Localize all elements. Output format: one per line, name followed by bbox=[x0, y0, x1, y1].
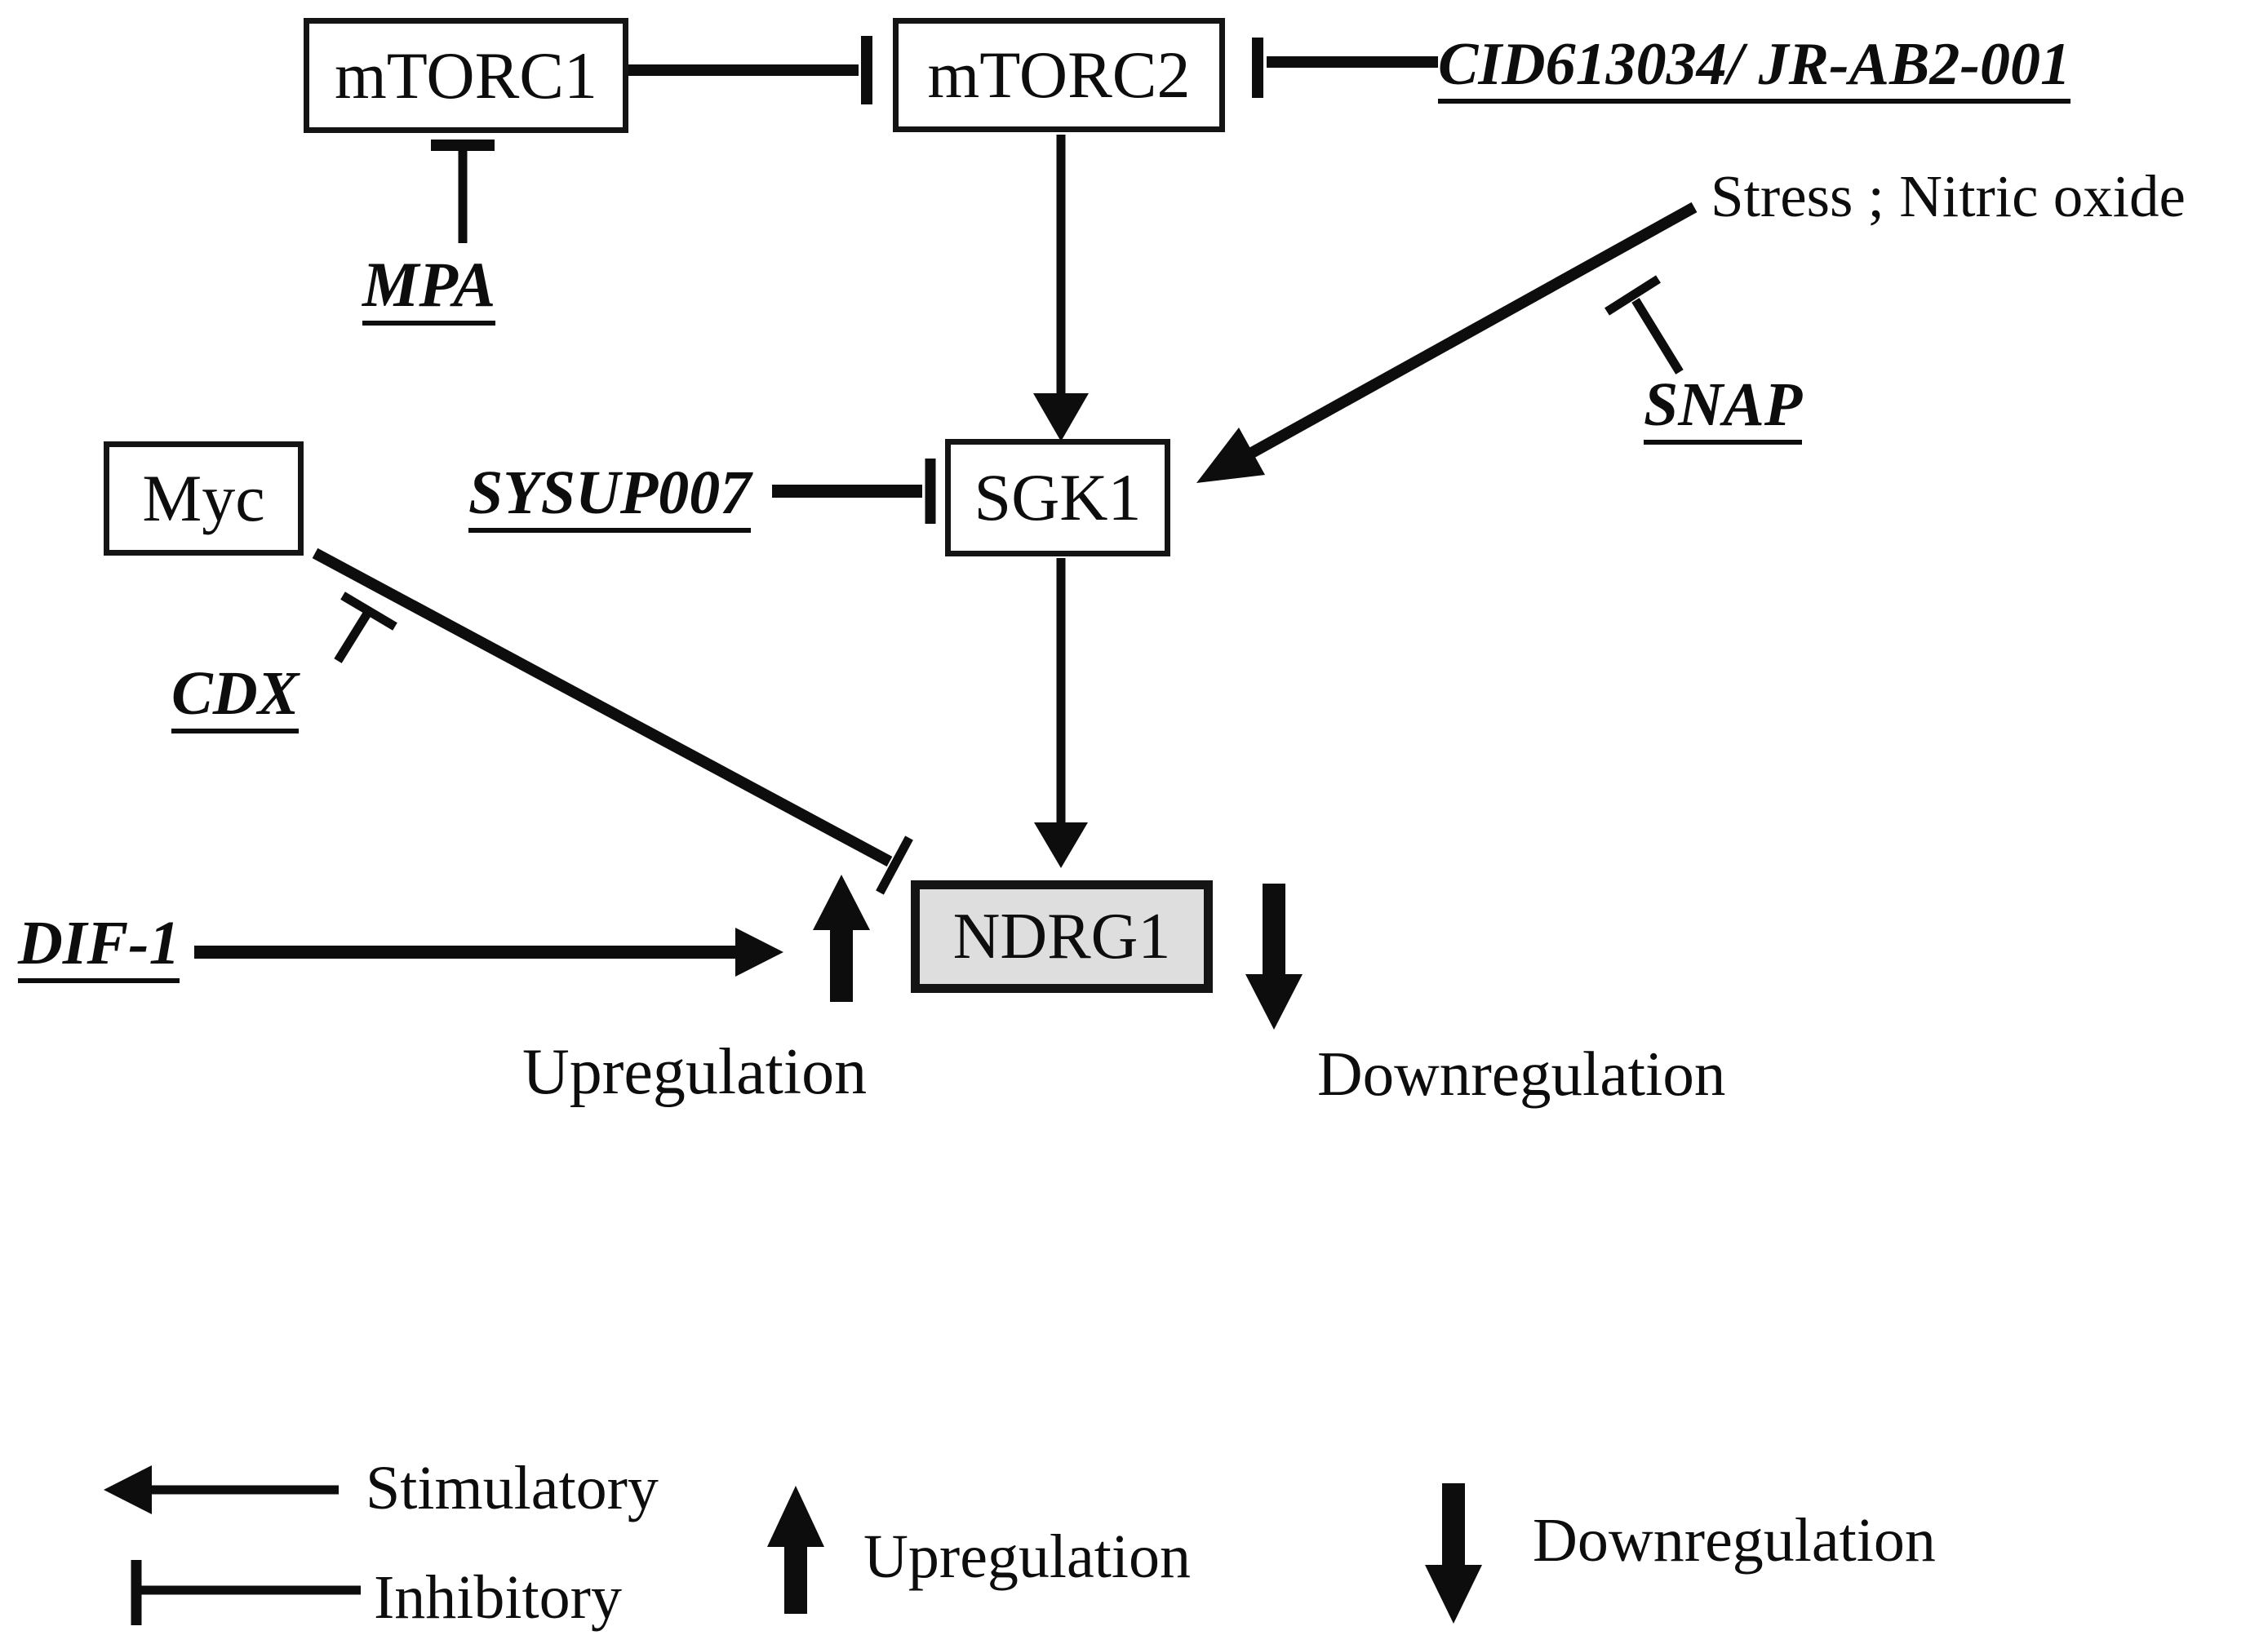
label-cid613034-jr-ab2-001: CID613034/ JR-AB2-001 bbox=[1438, 34, 2071, 104]
legend-stimulatory-arrow-icon bbox=[104, 1465, 339, 1514]
legend-inhibitory-label: Inhibitory bbox=[374, 1563, 622, 1632]
node-sgk1-label: SGK1 bbox=[974, 460, 1142, 534]
node-mtorc2: mTORC2 bbox=[893, 18, 1225, 132]
legend-downregulation-label: Downregulation bbox=[1533, 1506, 1936, 1575]
node-myc-label: Myc bbox=[142, 461, 265, 535]
edge-snap-inhibits-stress bbox=[1604, 275, 1684, 374]
edge-mtorc2-activates-sgk1 bbox=[1033, 135, 1089, 441]
edge-mtorc1-inhibits-mtorc2 bbox=[628, 36, 872, 104]
label-stress-nitric-oxide: Stress ; Nitric oxide bbox=[1711, 163, 2186, 229]
node-mtorc1-label: mTORC1 bbox=[335, 38, 597, 113]
label-upregulation: Upregulation bbox=[522, 1036, 868, 1108]
edge-myc-inhibits-ndrg1 bbox=[312, 547, 913, 895]
label-snap: SNAP bbox=[1644, 374, 1803, 445]
node-ndrg1-label: NDRG1 bbox=[952, 901, 1171, 973]
edge-cdx-inhibits-myc bbox=[334, 592, 397, 663]
node-mtorc2-label: mTORC2 bbox=[927, 38, 1191, 112]
node-ndrg1: NDRG1 bbox=[911, 880, 1213, 993]
node-sgk1: SGK1 bbox=[945, 439, 1170, 556]
label-mpa: MPA bbox=[362, 253, 496, 326]
edge-dif1-stimulates-ndrg1 bbox=[194, 928, 783, 977]
label-dif-1: DIF-1 bbox=[18, 912, 180, 983]
legend-upregulation-label: Upregulation bbox=[863, 1522, 1192, 1591]
legend-downregulation-arrow-icon bbox=[1425, 1483, 1482, 1624]
label-cdx: CDX bbox=[171, 662, 300, 733]
legend-stimulatory-label: Stimulatory bbox=[366, 1454, 659, 1522]
legend-inhibitory-icon bbox=[131, 1560, 361, 1625]
node-myc: Myc bbox=[104, 441, 304, 556]
edge-stress-activates-sgk1 bbox=[1196, 202, 1698, 483]
edge-mpa-inhibits-mtorc1 bbox=[431, 140, 495, 243]
label-sysup007: SYSUP007 bbox=[468, 462, 752, 533]
downregulation-arrow-icon bbox=[1245, 884, 1303, 1030]
legend-upregulation-arrow-icon bbox=[767, 1486, 824, 1614]
edge-cid-inhibits-mtorc2 bbox=[1252, 38, 1438, 98]
upregulation-arrow-icon bbox=[813, 875, 870, 1002]
label-downregulation: Downregulation bbox=[1317, 1039, 1726, 1109]
edge-sgk1-activates-ndrg1 bbox=[1034, 558, 1088, 868]
edge-sysup007-inhibits-sgk1 bbox=[772, 459, 936, 524]
node-mtorc1: mTORC1 bbox=[304, 18, 628, 133]
